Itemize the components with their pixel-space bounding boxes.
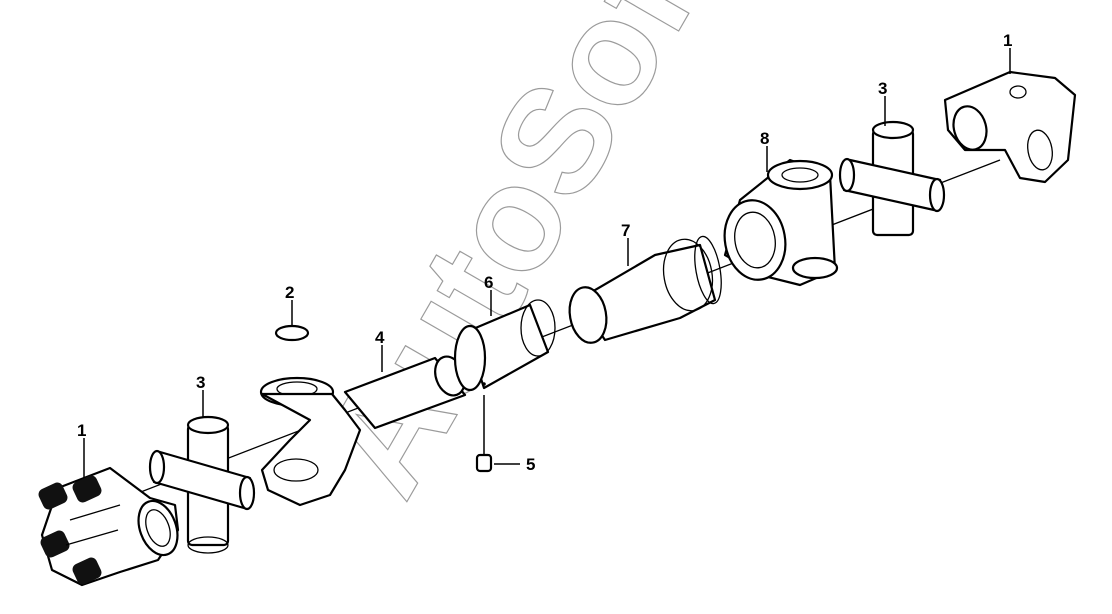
end-yoke-right [943,70,1077,184]
label-slip-tube: 7 [621,221,630,240]
cross-right [838,120,946,237]
grease-fitting [475,395,493,473]
slip-tube [568,235,722,344]
label-tube: 4 [375,328,385,347]
label-slip-yoke: 8 [760,129,769,148]
snap-ring [274,324,310,342]
label-cross-left: 3 [196,373,205,392]
cross-left [148,415,256,554]
label-yoke-left: 1 [77,421,86,440]
flange-yoke-and-tube [259,355,467,507]
label-cross-right: 3 [878,79,887,98]
slip-yoke [723,158,839,287]
sleeve [453,299,556,392]
end-yoke-left [38,466,180,587]
label-grease-fitting: 5 [526,455,535,474]
label-yoke-right: 1 [1003,31,1012,50]
leader-lines [83,48,1011,478]
assembly-axis [119,159,1001,501]
label-sleeve: 6 [484,273,493,292]
label-ring: 2 [285,283,294,302]
